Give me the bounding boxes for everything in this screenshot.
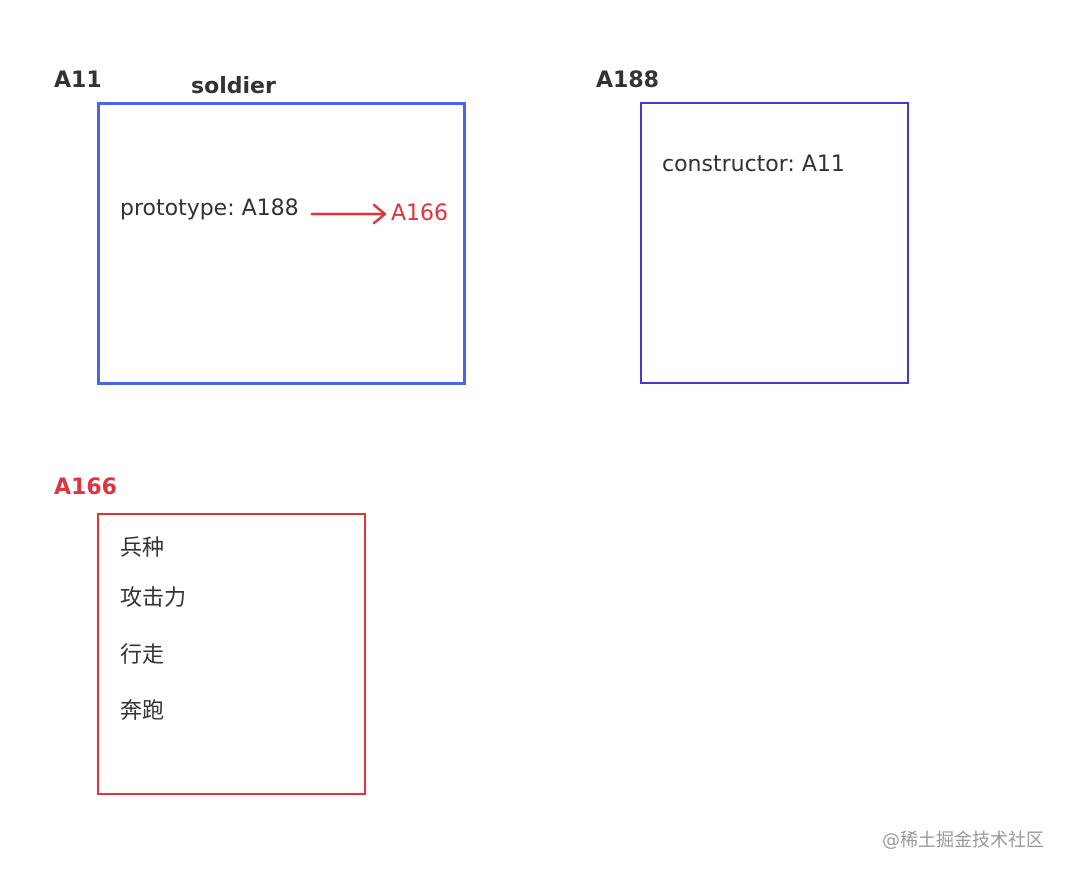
arrow-right-icon [310,203,387,225]
soldier-label: soldier [191,74,276,99]
object-a188-label: A188 [596,68,659,93]
list-item: 兵种 [120,536,165,561]
object-a166-box [97,513,366,795]
object-a11-label: A11 [54,68,102,93]
object-a11-box [97,102,466,385]
list-item: 行走 [120,643,165,668]
pointer-target-label: A166 [391,201,449,226]
watermark: @稀土掘金技术社区 [882,830,1044,851]
constructor-property: constructor: A11 [662,152,845,177]
prototype-property: prototype: A188 [120,196,299,221]
list-item: 奔跑 [120,699,165,724]
object-a188-box [640,102,909,384]
object-a166-label: A166 [54,475,117,500]
list-item: 攻击力 [120,586,187,611]
